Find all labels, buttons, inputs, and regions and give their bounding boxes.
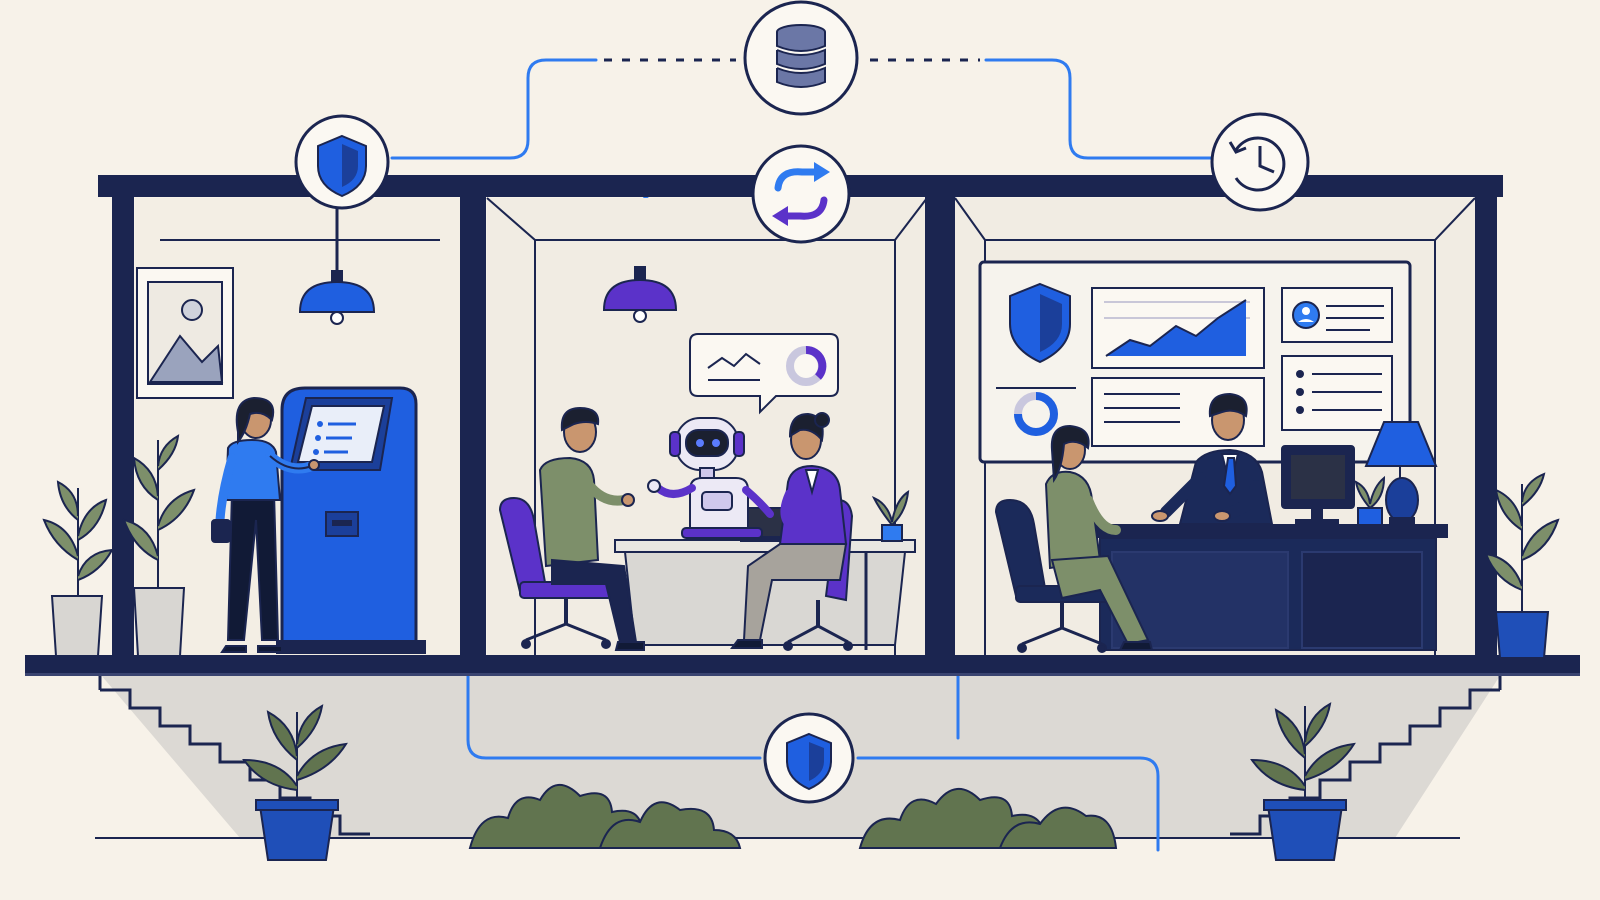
office-desk-plant: [1354, 475, 1386, 527]
bank-advisor-man: [1151, 392, 1274, 525]
desk-lamp: [1364, 421, 1438, 525]
potted-plant-left: [122, 434, 196, 657]
customer-man: [498, 406, 645, 651]
advisor-woman-purple: [730, 412, 854, 651]
bushes-basement: [468, 784, 1118, 849]
self-service-kiosk-room: [136, 200, 426, 654]
potted-plant-basement-left: [242, 704, 348, 861]
ai-robot-assistant: [647, 417, 774, 539]
wall-picture: [136, 267, 234, 399]
clock-history-icon: [1210, 112, 1310, 212]
potted-plant-outer-left: [42, 480, 114, 657]
pendant-lamp-blue: [298, 200, 376, 325]
shield-icon: [294, 114, 390, 210]
potted-plant-basement-right: [1250, 702, 1356, 861]
desktop-monitor: [1281, 445, 1355, 527]
desk-plant: [871, 489, 910, 542]
wall-dashboard-screen: [978, 260, 1412, 464]
analytics-speech-bubble: [689, 333, 839, 415]
atm-kiosk: [276, 386, 426, 654]
database-icon: [743, 0, 859, 116]
ai-assistant-meeting-room: [498, 266, 916, 651]
shield-icon: [763, 712, 855, 804]
advisor-office-room: [978, 260, 1448, 653]
sync-arrows-icon: [751, 144, 851, 244]
customer-woman-at-kiosk: [211, 396, 320, 653]
customer-woman-seated: [994, 424, 1154, 653]
pendant-lamp-purple: [602, 266, 678, 323]
potted-plant-outer-right: [1484, 472, 1560, 659]
